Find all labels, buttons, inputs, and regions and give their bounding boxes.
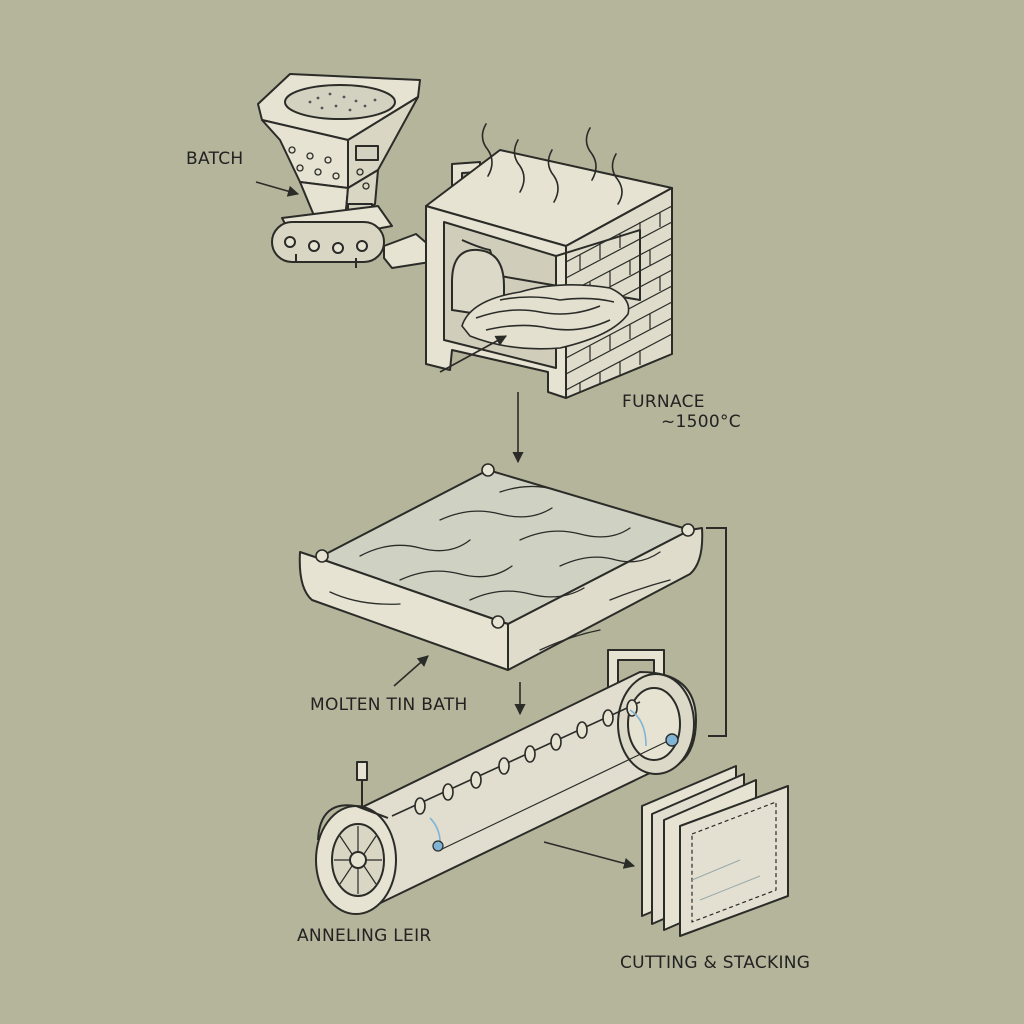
conveyor	[271, 205, 431, 269]
batch-granules	[308, 92, 377, 112]
lehr-fan-blades	[334, 826, 382, 894]
cutting-stacking-label: CUTTING & STACKING	[620, 953, 811, 973]
lehr-valve-front	[432, 840, 444, 852]
hopper-holes	[288, 146, 370, 190]
annealing-leir-label: ANNELING LEIR	[297, 926, 432, 946]
molten-glass-pool	[461, 284, 630, 350]
tin-bath-label: MOLTEN TIN BATH	[310, 695, 468, 715]
tin-bath-swirls	[329, 485, 671, 651]
arrow-lehr-to-cut	[543, 841, 636, 869]
lehr-roller-shaft	[391, 699, 641, 817]
tin-bath	[298, 469, 704, 671]
heat-waves	[481, 123, 623, 205]
flow-arrows	[255, 181, 636, 869]
furnace-pointer-arrow	[439, 335, 507, 373]
annealing-lehr	[315, 649, 697, 915]
lehr-valve	[665, 733, 679, 747]
arrow-batch	[255, 181, 300, 197]
furnace-label: FURNACE	[622, 392, 705, 412]
batch-hopper	[257, 73, 421, 223]
batch-label: BATCH	[186, 149, 244, 169]
cut-glass-sheets	[641, 765, 789, 937]
bracket-line	[706, 527, 727, 737]
furnace-temp-label: ~1500°C	[661, 412, 741, 432]
arrow-tin-pointer	[393, 655, 429, 687]
tin-bath-rollers	[315, 463, 695, 629]
